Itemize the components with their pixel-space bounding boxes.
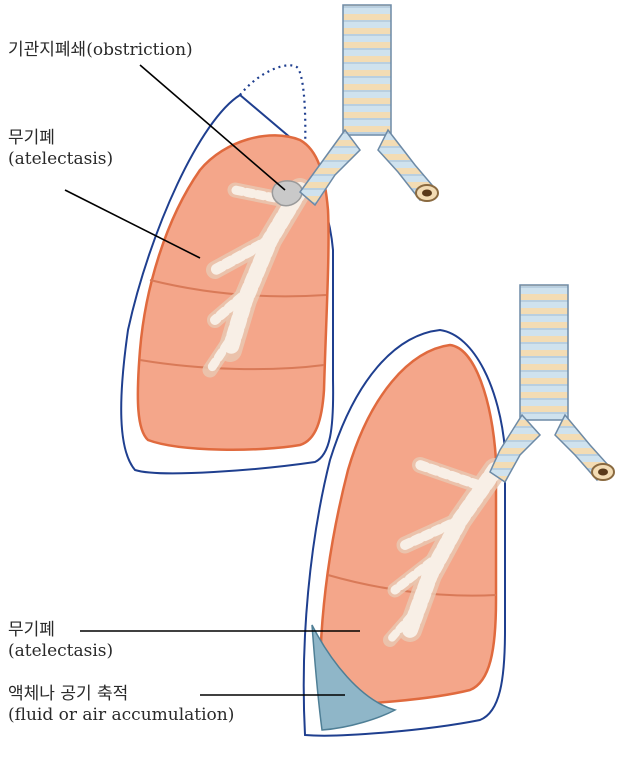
label-atelectasis-bottom: 무기폐 (atelectasis)	[8, 620, 113, 662]
label-atelectasis-bottom-ko: 무기폐	[8, 620, 55, 640]
obstruction-plug	[271, 180, 303, 207]
bottom-pleura-outline	[302, 328, 506, 737]
label-fluid-en: (fluid or air accumulation)	[8, 705, 235, 725]
label-fluid: 액체나 공기 축적 (fluid or air accumulation)	[8, 684, 234, 726]
top-pleura-outline	[120, 93, 335, 475]
leader-lines	[64, 64, 360, 696]
label-atelectasis-top-ko: 무기폐	[8, 128, 55, 148]
top-lobe-line-1	[149, 279, 327, 298]
bottom-trachea	[489, 284, 615, 484]
fluid-accumulation	[311, 624, 397, 731]
leader-atelectasis-top	[64, 189, 201, 259]
top-bronchial-tree	[202, 178, 312, 378]
label-obstruction: 기관지폐쇄(obstriction)	[8, 40, 193, 61]
leader-obstruction	[139, 64, 286, 191]
label-atelectasis-top-en: (atelectasis)	[8, 149, 114, 169]
top-lung-group	[120, 4, 439, 475]
bottom-lung-group	[302, 284, 615, 737]
top-trachea	[298, 4, 439, 207]
label-fluid-ko: 액체나 공기 축적	[8, 684, 129, 704]
label-atelectasis-top: 무기폐 (atelectasis)	[8, 128, 113, 170]
bottom-bronchial-tree	[383, 457, 507, 647]
label-obstruction-text: 기관지폐쇄(obstriction)	[8, 40, 193, 60]
top-lobe-line-2	[139, 359, 325, 371]
bottom-lobe-line-1	[327, 574, 497, 597]
label-atelectasis-bottom-en: (atelectasis)	[8, 641, 114, 661]
